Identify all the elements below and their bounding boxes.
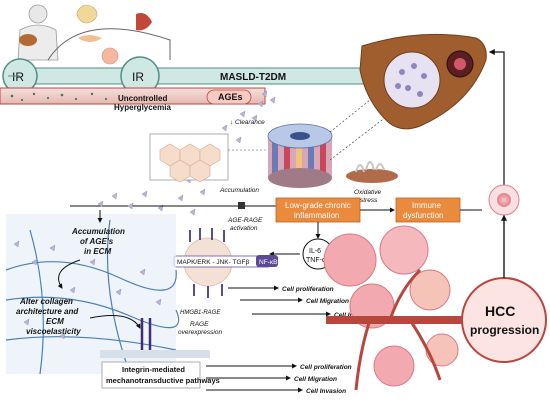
nfkb-badge: NF-κB: [256, 255, 278, 267]
ir-center-label: IR: [132, 70, 144, 84]
ir-left-label: IR: [12, 70, 24, 84]
svg-text:AGEs: AGEs: [218, 92, 243, 102]
accum-ecm-1: Accumulation: [71, 227, 125, 236]
cell-proliferation-1: Cell proliferation: [282, 286, 334, 293]
membrane: [100, 350, 210, 358]
junction-marker: [238, 202, 245, 209]
clearance-label: ↓ Clearance: [230, 119, 265, 126]
immune-dysfunction-box: Immune dysfunction: [395, 197, 461, 223]
svg-text:progression: progression: [470, 323, 539, 337]
oxidative-stress-icon: [346, 161, 398, 183]
age-rage-label-2: activation: [230, 225, 258, 232]
hmgb1-label: HMGB1-RAGE: [180, 310, 221, 316]
hyperglycemia-label: Hyperglycemia: [114, 103, 171, 112]
accum-ecm-2: of AGE's: [80, 237, 114, 246]
svg-text:MAPK/ERK - JNK- TGFβ: MAPK/ERK - JNK- TGFβ: [177, 259, 249, 266]
rage-label-1: RAGE: [190, 321, 209, 328]
age-rage-label-1: AGE-RAGE: [227, 217, 263, 224]
ages-badge: AGEs: [206, 89, 252, 105]
ecm-panel: [6, 214, 176, 374]
alter-3: ECM: [46, 317, 64, 326]
pathway-bar: MAPK/ERK - JNK- TGFβ: [173, 255, 271, 268]
low-grade-inflammation-box: Low-grade chronic inflammation: [275, 197, 361, 223]
cell-invasion-2: Cell Invasion: [306, 388, 346, 395]
ir-center-node: IR: [120, 56, 160, 96]
vessel-dots: [10, 92, 108, 102]
rage-label-2: overexpression: [178, 329, 222, 336]
organs-icon: [19, 4, 152, 65]
alter-1: Alter collagen: [19, 297, 73, 306]
hepatocytes-icon: [159, 143, 221, 183]
svg-text:Integrin-mediated: Integrin-mediated: [122, 365, 185, 374]
uncontrolled-label: Uncontrolled: [118, 94, 167, 103]
svg-text:NF-κB: NF-κB: [259, 259, 277, 266]
liver-icon: [359, 33, 487, 130]
oxidative-label-2: stress: [360, 197, 378, 204]
cell-migration-2: Cell Migration: [294, 376, 337, 383]
tumor-mass: [323, 225, 470, 391]
tumor-cell-icon: [488, 184, 520, 216]
integrin-box: Integrin-mediated mechanotransductive pa…: [101, 361, 220, 389]
hcc-progression-node: HCC progression: [461, 277, 547, 363]
svg-text:mechanotransductive pathways: mechanotransductive pathways: [106, 376, 220, 385]
liver-lobule-icon: [267, 123, 333, 188]
accum-ecm-3: in ECM: [84, 247, 111, 256]
alter-2: architecture and: [16, 307, 79, 316]
svg-text:HCC: HCC: [485, 303, 515, 319]
svg-text:inflammation: inflammation: [294, 211, 339, 220]
cell-proliferation-2: Cell proliferation: [300, 364, 352, 371]
svg-text:dysfunction: dysfunction: [403, 211, 443, 220]
svg-text:Low-grade chronic: Low-grade chronic: [285, 201, 351, 210]
masld-label: MASLD-T2DM: [220, 72, 286, 83]
accumulation-label: Accumulation: [219, 187, 259, 194]
cell-migration-1: Cell Migration: [306, 298, 349, 305]
svg-text:TNF-α: TNF-α: [306, 257, 326, 264]
age-triangles-ecm: [13, 190, 162, 340]
alter-4: viscoelasticity: [26, 327, 81, 336]
svg-text:IL-6: IL-6: [309, 248, 321, 255]
svg-text:Immune: Immune: [412, 201, 441, 210]
oxidative-label-1: Oxidative: [354, 189, 381, 196]
human-body-icon: [17, 4, 59, 61]
